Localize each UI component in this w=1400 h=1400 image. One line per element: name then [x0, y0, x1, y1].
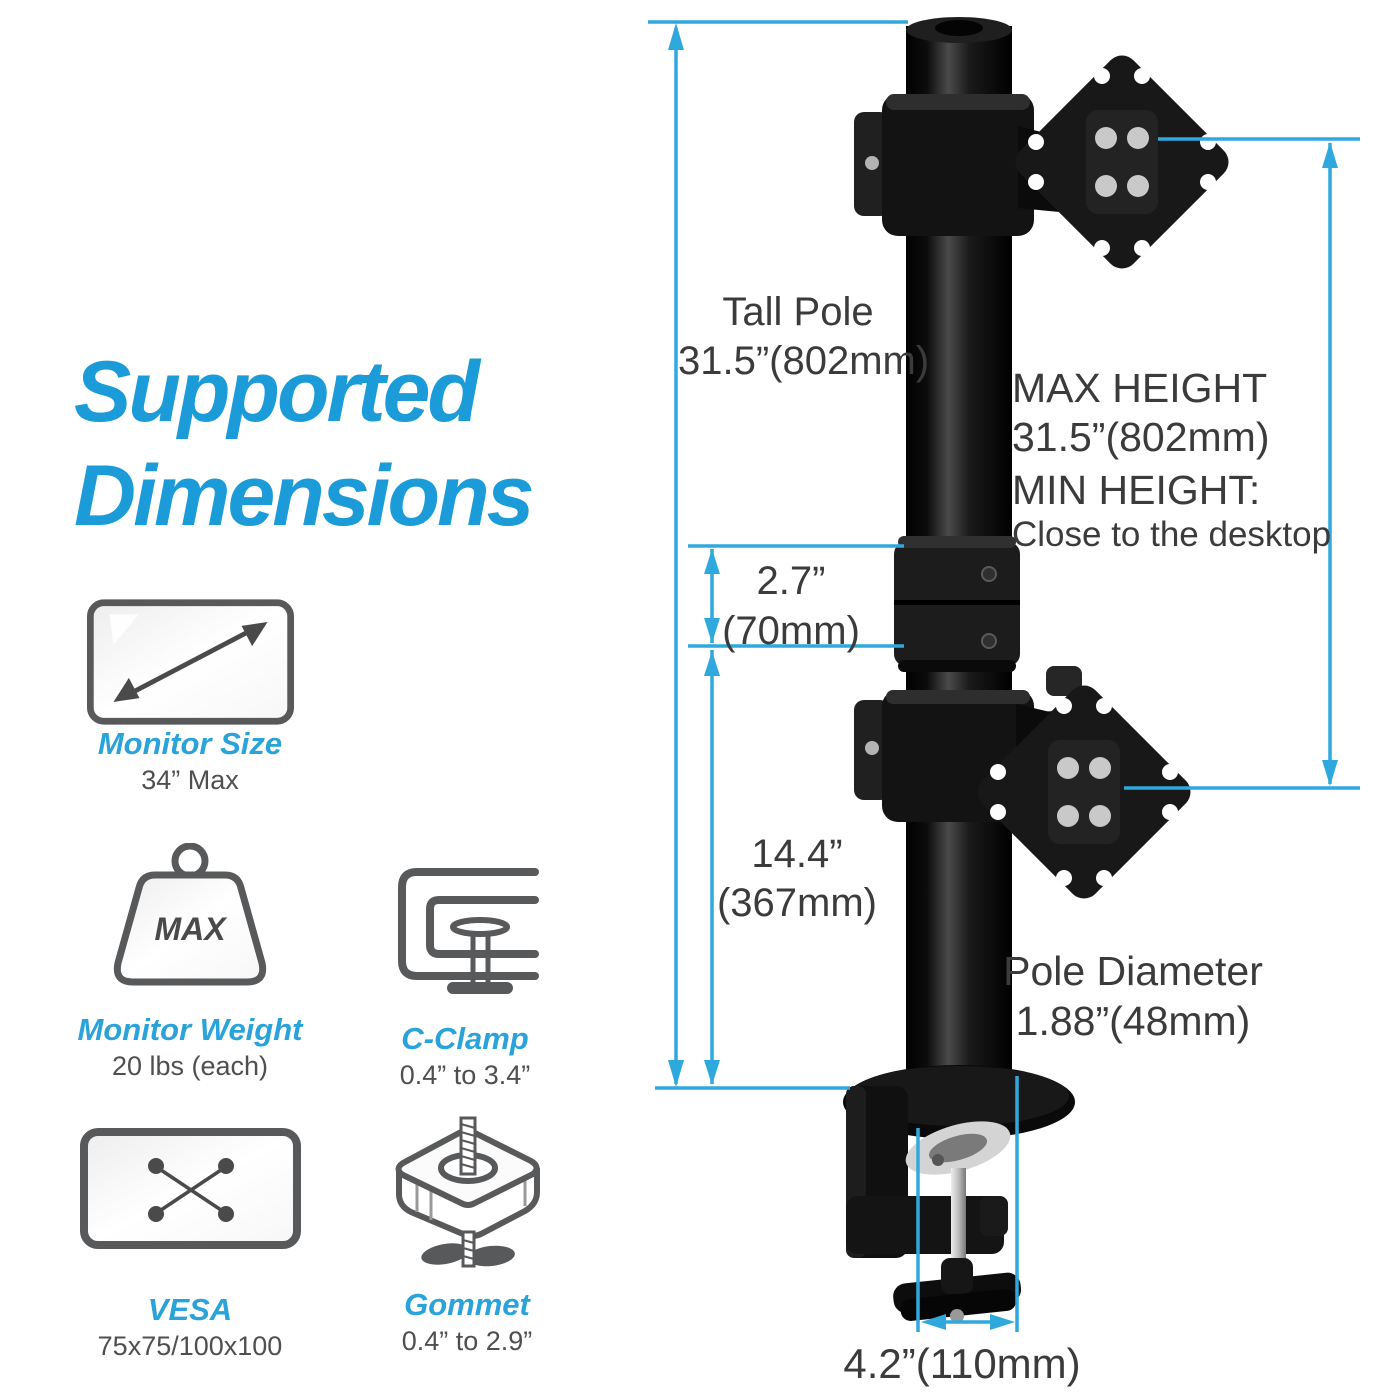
- feature-value: 34” Max: [141, 765, 239, 795]
- tall-pole-title: Tall Pole: [722, 290, 874, 334]
- lower-section-annotation: 14.4” (367mm): [712, 830, 882, 928]
- lower-vesa-mount: [854, 666, 1191, 899]
- min-height-value: Close to the desktop: [1012, 515, 1332, 554]
- feature-label: Gommet: [404, 1287, 530, 1322]
- weight-max-text: MAX: [154, 911, 227, 947]
- page-title-line2: Dimensions: [74, 448, 534, 544]
- feature-value: 0.4” to 2.9”: [401, 1326, 533, 1356]
- mid-collar: [894, 536, 1020, 672]
- min-height-title: MIN HEIGHT:: [1012, 467, 1261, 513]
- page-title: Supported Dimensions: [74, 340, 534, 548]
- vesa-icon: [79, 1128, 301, 1249]
- lower-section-mm: (367mm): [716, 881, 878, 925]
- pole-diameter-value: 1.88”(48mm): [1015, 998, 1251, 1044]
- grommet-icon: [395, 1116, 540, 1268]
- feature-monitor-weight: MAX Monitor Weight 20 lbs (each): [60, 843, 320, 1082]
- base-width-annotation: 4.2”(110mm): [832, 1340, 1092, 1388]
- feature-c-clamp: C-Clamp 0.4” to 3.4”: [355, 860, 575, 1091]
- dimension-lines: [648, 20, 1360, 1332]
- monitor-size-icon: [86, 599, 294, 725]
- base-width-value: 4.2”(110mm): [843, 1340, 1081, 1387]
- pole-diameter-annotation: Pole Diameter 1.88”(48mm): [998, 946, 1268, 1046]
- upper-gap-mm: (70mm): [722, 609, 860, 653]
- upper-vesa-mount: [854, 55, 1229, 269]
- upper-gap-annotation: 2.7” (70mm): [716, 556, 866, 656]
- feature-label: VESA: [147, 1292, 233, 1327]
- feature-label: C-Clamp: [401, 1021, 529, 1056]
- tall-pole-annotation: Tall Pole 31.5”(802mm): [678, 288, 930, 386]
- feature-value: 75x75/100x100: [97, 1331, 283, 1361]
- max-height-annotation: MAX HEIGHT 31.5”(802mm): [1012, 364, 1352, 462]
- c-clamp-icon: [397, 868, 539, 994]
- feature-label: Monitor Weight: [77, 1012, 303, 1047]
- max-height-title: MAX HEIGHT: [1012, 365, 1268, 411]
- tall-pole-value: 31.5”(802mm): [678, 339, 930, 383]
- feature-value: 20 lbs (each): [111, 1051, 269, 1081]
- feature-label: Monitor Size: [97, 726, 283, 761]
- page-title-line1: Supported: [74, 344, 480, 440]
- lower-section-value: 14.4”: [751, 832, 843, 876]
- max-height-value: 31.5”(802mm): [1012, 414, 1270, 460]
- feature-grommet: Gommet 0.4” to 2.9”: [357, 1116, 577, 1357]
- upper-gap-value: 2.7”: [756, 559, 826, 603]
- feature-value: 0.4” to 3.4”: [399, 1060, 531, 1090]
- feature-vesa: VESA 75x75/100x100: [60, 1126, 320, 1362]
- min-height-annotation: MIN HEIGHT: Close to the desktop: [1012, 466, 1372, 556]
- weight-icon: MAX: [113, 843, 267, 986]
- pole-diameter-title: Pole Diameter: [1003, 948, 1263, 994]
- feature-monitor-size: Monitor Size 34” Max: [60, 597, 320, 796]
- desk-clamp-base: [843, 1065, 1075, 1323]
